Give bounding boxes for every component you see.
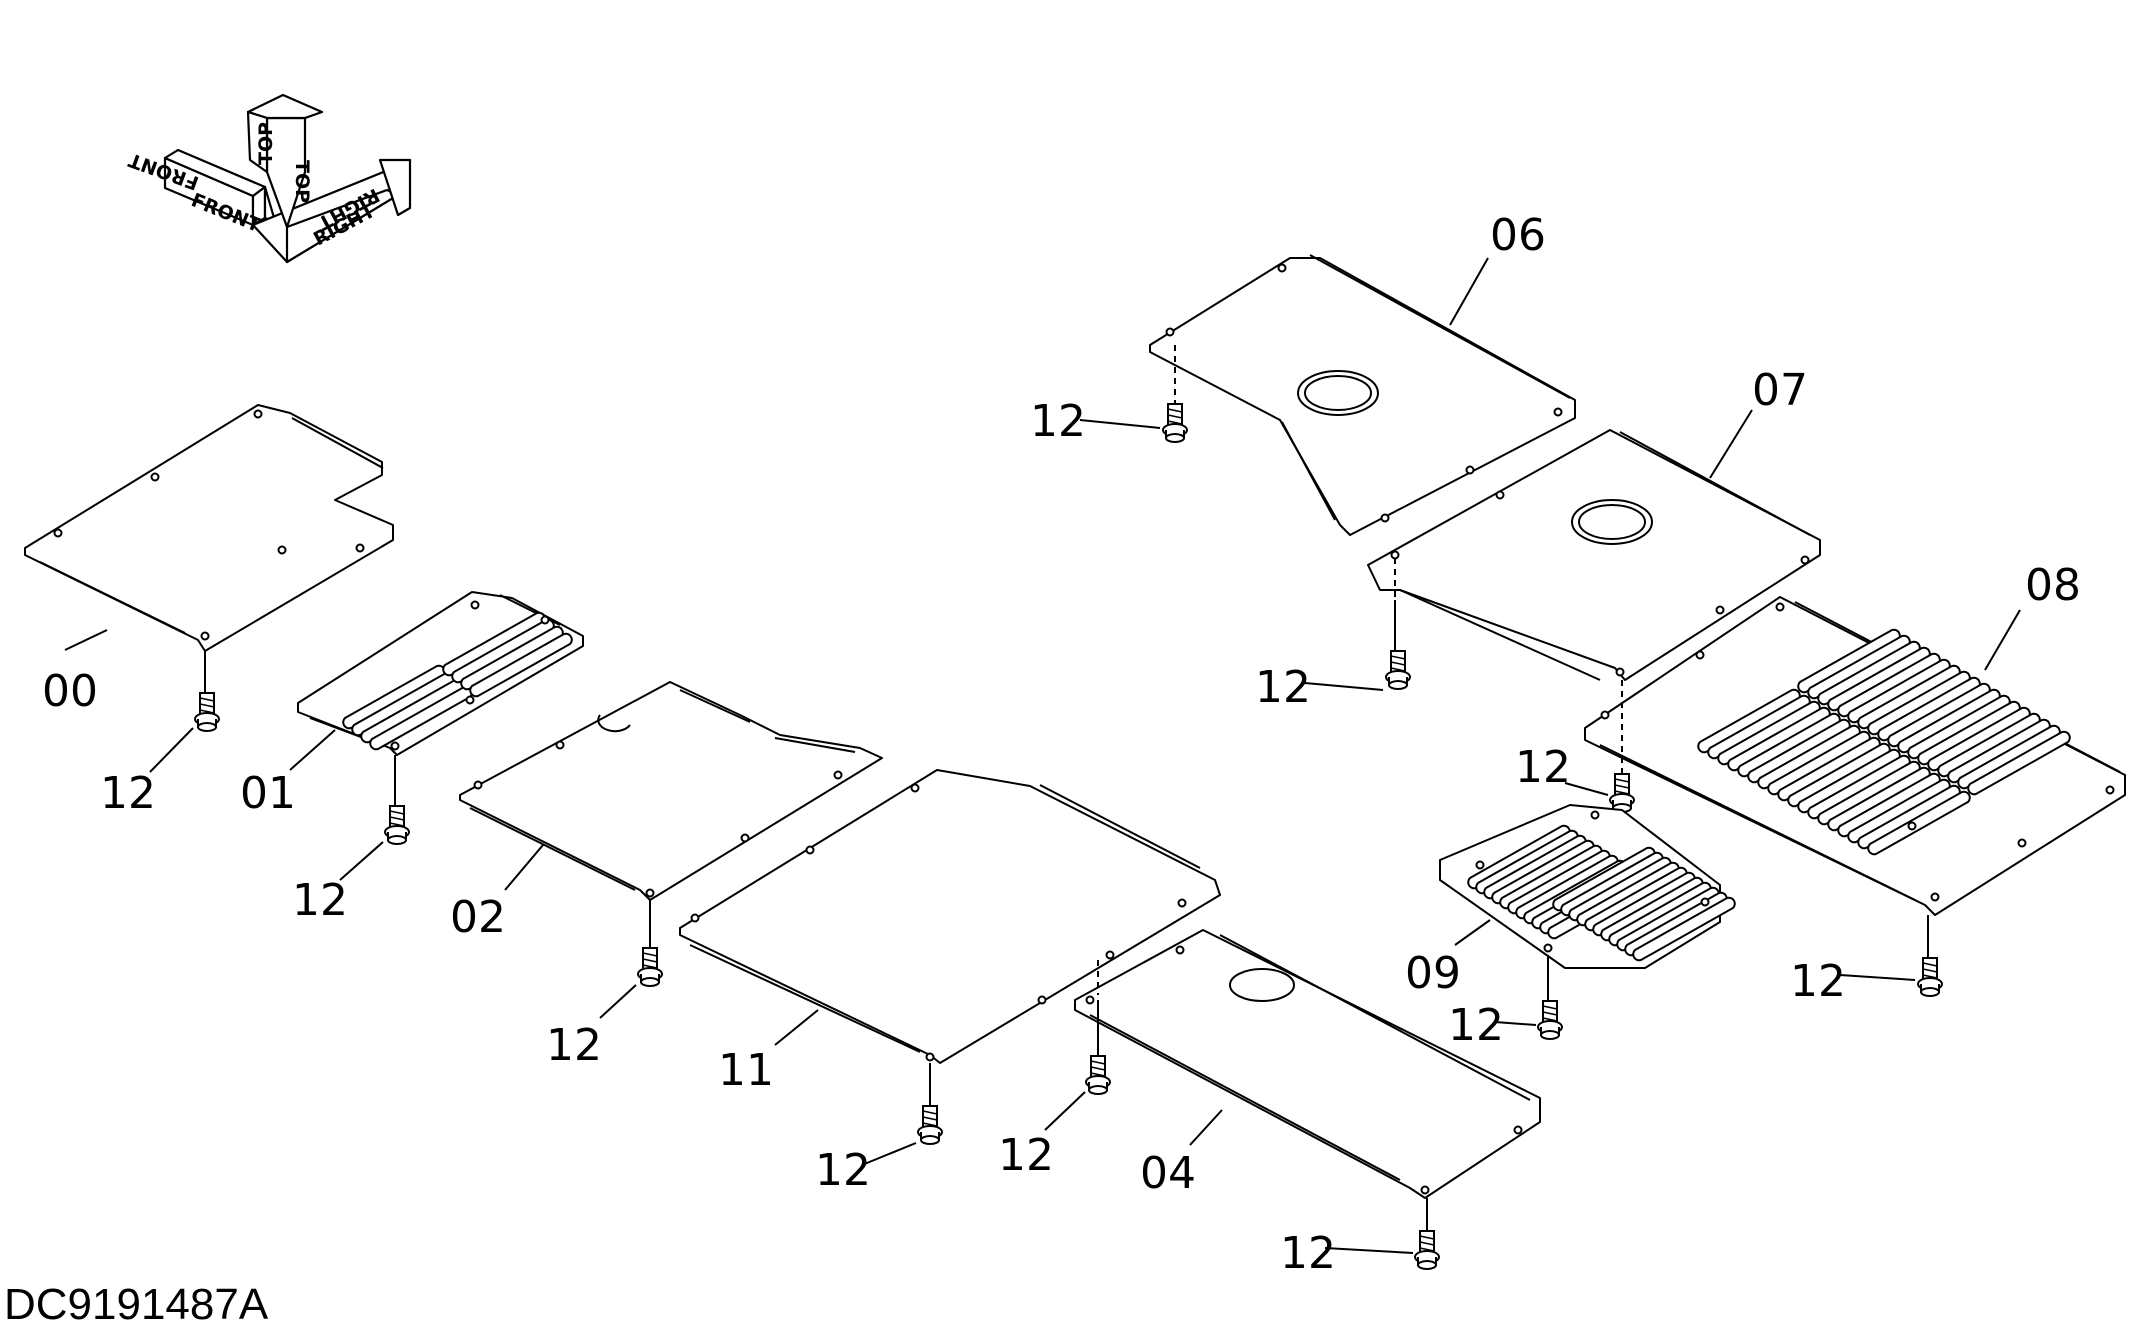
label-04: 04 — [1140, 1148, 1196, 1199]
bolt-icon — [384, 805, 410, 845]
label-12: 12 — [1515, 742, 1571, 793]
label-08: 08 — [2025, 560, 2081, 611]
label-00: 00 — [42, 666, 98, 717]
bolt-icon — [1609, 773, 1635, 813]
label-12: 12 — [1790, 956, 1846, 1007]
panel-06 — [1149, 254, 1576, 536]
panel-00 — [24, 404, 394, 652]
label-12: 12 — [1448, 1000, 1504, 1051]
label-12: 12 — [292, 875, 348, 926]
bolt-icon — [1085, 1055, 1111, 1095]
panel-08 — [1584, 596, 2126, 916]
bolt-icon — [1537, 1000, 1563, 1040]
bolt-icon — [1385, 650, 1411, 690]
label-12: 12 — [815, 1145, 871, 1196]
panel-07 — [1367, 429, 1821, 681]
orientation-arrows-icon — [163, 93, 412, 264]
label-12: 12 — [100, 768, 156, 819]
label-02: 02 — [450, 892, 506, 943]
bolt-icon — [1162, 403, 1188, 443]
bolt-icon — [1414, 1230, 1440, 1270]
label-12: 12 — [546, 1020, 602, 1071]
label-01: 01 — [240, 768, 296, 819]
label-09: 09 — [1405, 948, 1461, 999]
top-label: TOP — [255, 122, 277, 165]
bolt-icon — [637, 947, 663, 987]
top-label-mirrored: TOP — [291, 160, 313, 203]
bolt-icon — [1917, 957, 1943, 997]
panel-11 — [679, 769, 1221, 1064]
drawing-number: DC9191487A — [4, 1280, 269, 1329]
panel-01 — [297, 591, 584, 756]
label-12: 12 — [1255, 662, 1311, 713]
label-12: 12 — [1030, 396, 1086, 447]
panel-04 — [1074, 929, 1541, 1199]
label-06: 06 — [1490, 210, 1546, 261]
panel-09 — [1439, 804, 1736, 969]
bolt-icon — [194, 692, 220, 732]
panel-02 — [459, 681, 883, 901]
label-12: 12 — [998, 1130, 1054, 1181]
label-12: 12 — [1280, 1228, 1336, 1279]
bolt-icon — [917, 1105, 943, 1145]
label-07: 07 — [1752, 365, 1808, 416]
label-11: 11 — [718, 1045, 774, 1096]
